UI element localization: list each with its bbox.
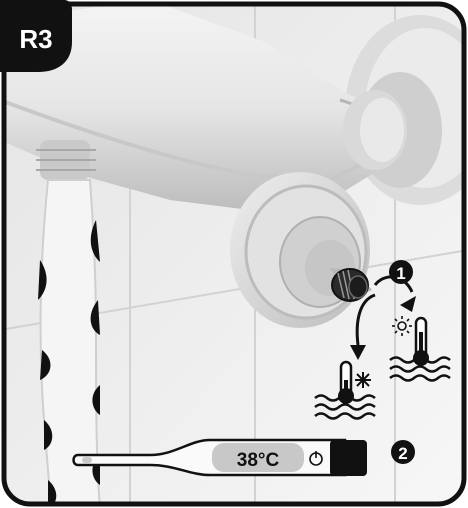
step-badge: R3 xyxy=(0,0,72,72)
thermometer-reading: 38°C xyxy=(237,450,280,471)
step-marker-1-label: 1 xyxy=(396,264,405,283)
step-marker-2: 2 xyxy=(391,440,415,464)
step-marker-1: 1 xyxy=(389,260,413,284)
step-badge-label: R3 xyxy=(19,24,52,54)
snowflake-icon xyxy=(355,372,371,388)
thermometer-end-cap xyxy=(330,440,367,476)
valve-cap xyxy=(230,172,370,328)
step-marker-2-label: 2 xyxy=(398,444,407,463)
